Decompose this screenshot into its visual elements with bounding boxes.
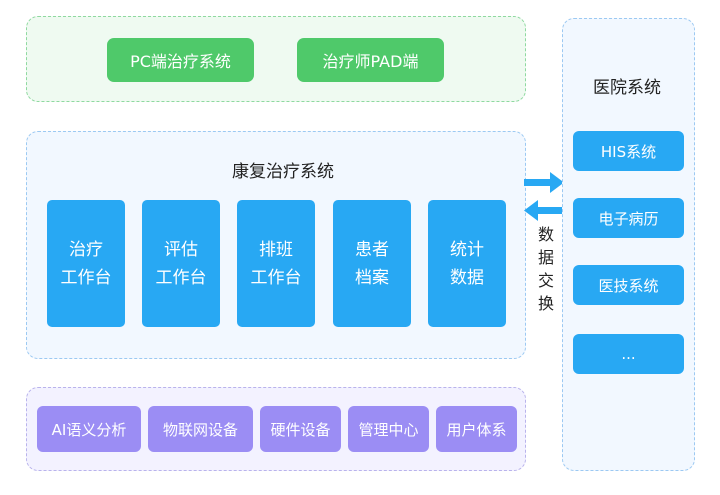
arrow-left-icon	[524, 200, 564, 221]
module-line2: 工作台	[155, 267, 207, 288]
his-system-button[interactable]: HIS系统	[573, 131, 684, 171]
rehab-system-title: 康复治疗系统	[232, 162, 334, 182]
therapist-pad-button[interactable]: 治疗师PAD端	[297, 38, 444, 82]
medical-technology-system-button[interactable]: 医技系统	[573, 265, 684, 305]
module-line1: 患者	[355, 239, 389, 260]
ai-semantic-analysis-button[interactable]: AI语义分析	[37, 406, 141, 452]
treatment-workbench-module[interactable]: 治疗工作台	[47, 200, 125, 327]
module-line2: 档案	[355, 267, 389, 288]
module-line1: 排班	[259, 239, 293, 260]
module-line1: 治疗	[69, 239, 103, 260]
module-line2: 工作台	[60, 267, 112, 288]
patient-records-module[interactable]: 患者档案	[333, 200, 411, 327]
management-center-button[interactable]: 管理中心	[348, 406, 429, 452]
more-systems-button[interactable]: ...	[573, 334, 684, 374]
module-line1: 评估	[164, 239, 198, 260]
pc-treatment-system-button[interactable]: PC端治疗系统	[107, 38, 254, 82]
user-system-button[interactable]: 用户体系	[436, 406, 517, 452]
iot-devices-button[interactable]: 物联网设备	[148, 406, 253, 452]
electronic-medical-record-button[interactable]: 电子病历	[573, 198, 684, 238]
arrow-right-icon	[524, 172, 564, 193]
module-line1: 统计	[450, 239, 484, 260]
statistics-data-module[interactable]: 统计数据	[428, 200, 506, 327]
client-panel	[26, 16, 526, 102]
hardware-devices-button[interactable]: 硬件设备	[260, 406, 341, 452]
module-line2: 数据	[450, 267, 484, 288]
scheduling-workbench-module[interactable]: 排班工作台	[237, 200, 315, 327]
data-exchange-label: 数据交换	[537, 225, 554, 313]
assessment-workbench-module[interactable]: 评估工作台	[142, 200, 220, 327]
hospital-system-panel	[562, 18, 695, 471]
module-line2: 工作台	[250, 267, 302, 288]
hospital-system-title: 医院系统	[593, 78, 661, 98]
